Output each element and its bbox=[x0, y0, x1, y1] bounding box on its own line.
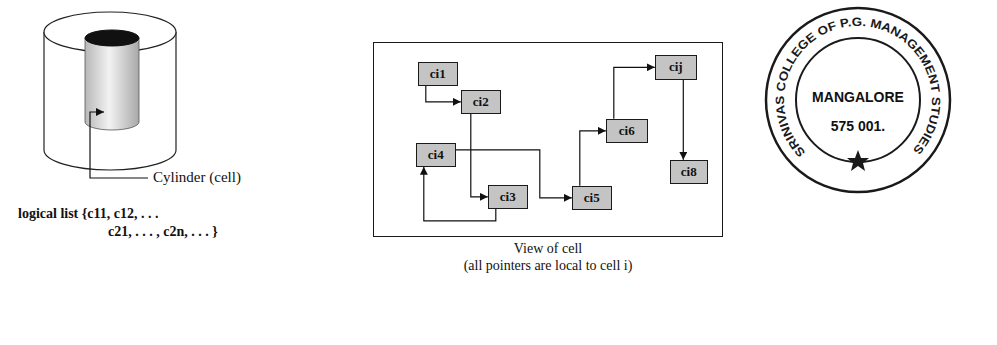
cell-box: ci8 bbox=[670, 160, 708, 184]
box-label: cij bbox=[669, 59, 683, 75]
cell-box: ci2 bbox=[461, 90, 501, 114]
outer-cylinder bbox=[44, 12, 176, 170]
box-label: ci1 bbox=[430, 66, 446, 82]
leader-line bbox=[90, 112, 148, 178]
inner-cylinder bbox=[85, 30, 139, 130]
stamp: SRINIVAS COLLEGE OF P.G. MANAGEMENT STUD… bbox=[766, 8, 950, 192]
caption-text: (all pointers are local to cell i) bbox=[374, 257, 722, 274]
part-label: Cylinder (cell) bbox=[153, 169, 241, 186]
box-label: ci5 bbox=[584, 190, 600, 206]
stamp-text: 575 001. bbox=[831, 118, 886, 134]
cell-box: ci5 bbox=[572, 186, 612, 210]
pointer-arrow bbox=[426, 86, 461, 102]
stamp-ring-text-path: SRINIVAS COLLEGE OF P.G. MANAGEMENT STUD… bbox=[773, 15, 943, 160]
pointer-arrow bbox=[580, 131, 606, 186]
cell-frame: View of cell(all pointers are local to c… bbox=[373, 42, 723, 237]
cell-box: ci6 bbox=[606, 119, 648, 143]
box-label: ci8 bbox=[681, 164, 697, 180]
pointer-arrow bbox=[471, 114, 488, 197]
cell-box: ci1 bbox=[418, 62, 458, 86]
cell-box: ci4 bbox=[416, 143, 456, 167]
list-text: logical list {c11, c12, . . . bbox=[18, 206, 158, 222]
pointer-arrow bbox=[614, 67, 655, 119]
pointer-arrow bbox=[683, 80, 684, 160]
cell-box: cij bbox=[655, 55, 697, 80]
box-label: ci3 bbox=[500, 189, 516, 205]
list-text: c21, . . . , c2n, . . . } bbox=[108, 224, 218, 240]
stamp-star bbox=[847, 150, 869, 171]
stamp-text: MANGALORE bbox=[812, 89, 904, 105]
cell-box: ci3 bbox=[488, 185, 528, 209]
box-label: ci4 bbox=[428, 147, 444, 163]
pointer-arrow bbox=[424, 167, 496, 221]
stamp-ring-text: SRINIVAS COLLEGE OF P.G. MANAGEMENT STUD… bbox=[773, 15, 943, 160]
caption-text: View of cell bbox=[374, 240, 722, 257]
box-label: ci6 bbox=[619, 123, 635, 139]
box-label: ci2 bbox=[473, 94, 489, 110]
frame-caption: View of cell(all pointers are local to c… bbox=[374, 236, 722, 274]
